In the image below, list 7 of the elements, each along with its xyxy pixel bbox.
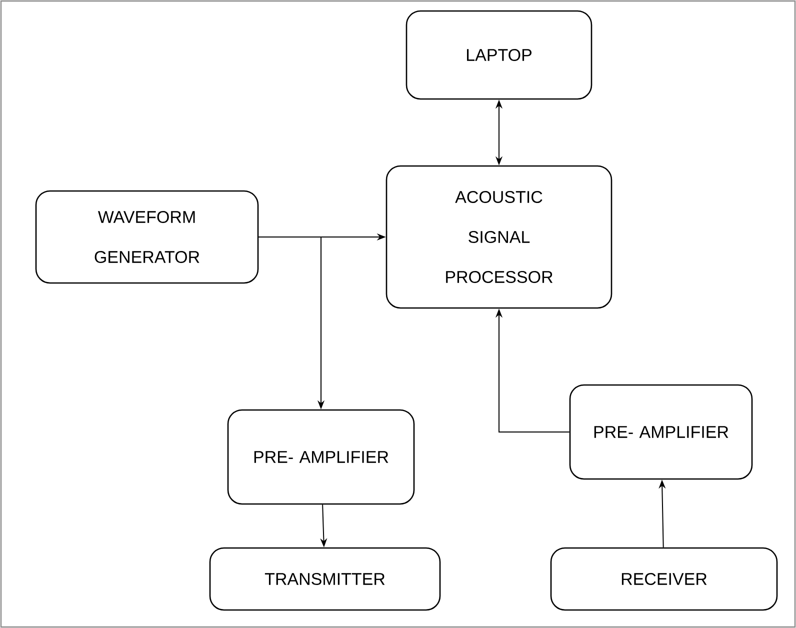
process-box: PRE- AMPLIFIER [227,409,415,505]
process-box: PRE- AMPLIFIER [569,384,753,480]
process-box: LAPTOP [406,10,592,100]
process-box: WAVEFORM GENERATOR [35,190,259,284]
process-box: TRANSMITTER [209,547,441,611]
process-box: RECEIVER [550,547,778,611]
process-box: ACOUSTIC SIGNAL PROCESSOR [386,165,612,309]
